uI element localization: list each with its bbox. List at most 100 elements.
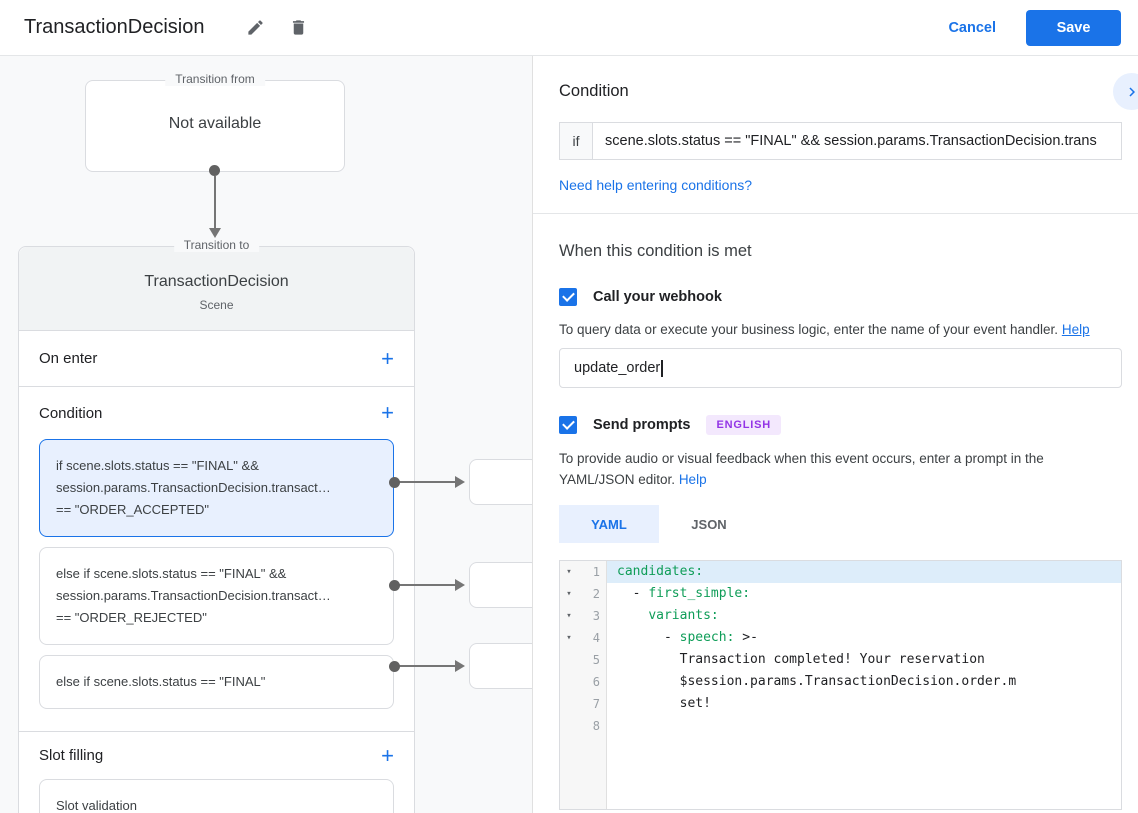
transition-from-box: Transition from Not available (85, 72, 345, 172)
condition-card[interactable]: else if scene.slots.status == "FINAL" (39, 655, 394, 709)
line-number: 3 (592, 609, 600, 623)
condition-card[interactable]: if scene.slots.status == "FINAL" && sessi… (39, 439, 394, 537)
condition-card-line: session.params.TransactionDecision.trans… (56, 588, 331, 603)
prompts-checkbox[interactable] (559, 416, 577, 434)
connector-dot (389, 477, 400, 488)
code-token: set! (617, 696, 711, 711)
connector-line (395, 665, 457, 667)
tab-yaml[interactable]: YAML (559, 505, 659, 543)
condition-detail-panel: Condition if scene.slots.status == "FINA… (532, 56, 1138, 813)
collapse-panel-button[interactable] (1113, 73, 1138, 110)
webhook-description: To query data or execute your business l… (559, 319, 1122, 340)
pencil-icon (246, 18, 265, 37)
code-line[interactable]: - first_simple: (607, 583, 1121, 605)
save-button[interactable]: Save (1026, 9, 1121, 46)
prompts-description-text: To provide audio or visual feedback when… (559, 451, 1044, 487)
code-token: - (617, 586, 649, 601)
prompts-label: Send prompts (593, 417, 691, 433)
condition-card-line: == "ORDER_ACCEPTED" (56, 502, 209, 517)
top-bar: TransactionDecision Cancel Save (0, 0, 1138, 56)
prompts-checkbox-row: Send prompts ENGLISH (559, 415, 1122, 435)
chevron-right-icon (1123, 83, 1138, 101)
connector-line (214, 176, 216, 228)
editor-code[interactable]: candidates: - first_simple: variants: - … (607, 561, 1121, 809)
scene-subtitle: Scene (199, 298, 234, 312)
arrow-right-icon (455, 660, 465, 672)
webhook-checkbox-row: Call your webhook (559, 288, 1122, 306)
slot-validation-card[interactable]: Slot validation (39, 779, 394, 813)
code-line[interactable]: candidates: (607, 561, 1121, 583)
code-token: $session.params.TransactionDecision.orde… (617, 674, 1017, 689)
line-number: 5 (592, 653, 600, 667)
prompts-help-link[interactable]: Help (678, 472, 707, 487)
delete-button[interactable] (286, 16, 310, 40)
code-token: - (617, 630, 680, 645)
code-line[interactable] (607, 715, 1121, 737)
connector-dot (209, 165, 220, 176)
code-line[interactable]: $session.params.TransactionDecision.orde… (607, 671, 1121, 693)
line-number: 1 (592, 565, 600, 579)
condition-card-line: if scene.slots.status == "FINAL" && (56, 458, 259, 473)
code-token: Transaction completed! Your reservation (617, 652, 985, 667)
edit-button[interactable] (243, 16, 267, 40)
slot-filling-section-header: Slot filling + (19, 731, 414, 779)
scene-diagram-canvas: Transition from Not available Transition… (0, 56, 532, 813)
event-handler-input[interactable]: update_order (559, 348, 1122, 388)
code-token: candidates: (617, 564, 704, 579)
tab-json[interactable]: JSON (691, 516, 727, 532)
line-number: 2 (592, 587, 600, 601)
condition-expression-input[interactable]: scene.slots.status == "FINAL" && session… (593, 122, 1122, 160)
add-on-enter-button[interactable]: + (381, 345, 394, 371)
event-handler-value: update_order (574, 360, 661, 376)
transition-target-box[interactable] (469, 562, 532, 608)
code-line[interactable]: variants: (607, 605, 1121, 627)
slot-filling-label: Slot filling (39, 747, 104, 764)
fold-toggle-icon[interactable]: ▾ (566, 633, 572, 643)
add-slot-button[interactable]: + (381, 742, 394, 768)
webhook-label: Call your webhook (593, 289, 722, 305)
fold-toggle-icon[interactable]: ▾ (566, 611, 572, 621)
code-token: first_simple: (648, 586, 751, 601)
line-number: 7 (592, 697, 600, 711)
transition-target-box[interactable] (469, 643, 532, 689)
trash-icon (289, 18, 308, 37)
code-token: >- (734, 630, 758, 645)
connector-dot (389, 661, 400, 672)
arrow-down-icon (209, 228, 221, 238)
webhook-help-link[interactable]: Help (1061, 322, 1090, 337)
condition-card[interactable]: else if scene.slots.status == "FINAL" &&… (39, 547, 394, 645)
condition-card-line: == "ORDER_REJECTED" (56, 610, 207, 625)
line-number: 6 (592, 675, 600, 689)
transition-to-box: Transition to TransactionDecision Scene … (18, 238, 415, 813)
page-title: TransactionDecision (24, 16, 205, 38)
scene-title: TransactionDecision (144, 273, 289, 290)
code-line[interactable]: Transaction completed! Your reservation (607, 649, 1121, 671)
code-token: speech: (679, 630, 735, 645)
arrow-right-icon (455, 579, 465, 591)
code-line[interactable]: set! (607, 693, 1121, 715)
transition-from-content: Not available (168, 115, 262, 132)
if-prefix-label: if (559, 122, 593, 160)
connector-line (395, 584, 457, 586)
conditions-help-link[interactable]: Need help entering conditions? (559, 177, 753, 193)
webhook-checkbox[interactable] (559, 288, 577, 306)
transition-target-box[interactable] (469, 459, 532, 505)
add-condition-button[interactable]: + (381, 400, 394, 425)
code-line[interactable]: - speech: >- (607, 627, 1121, 649)
scene-header: TransactionDecision Scene (19, 247, 414, 331)
condition-section-header: Condition + (19, 387, 414, 439)
prompts-description: To provide audio or visual feedback when… (559, 448, 1122, 490)
transition-to-legend: Transition to (173, 238, 260, 252)
code-token (617, 608, 648, 623)
condition-card-line: session.params.TransactionDecision.trans… (56, 480, 331, 495)
when-condition-heading: When this condition is met (559, 242, 752, 260)
cancel-button[interactable]: Cancel (948, 19, 996, 36)
fold-toggle-icon[interactable]: ▾ (566, 567, 572, 577)
section-divider (533, 213, 1138, 214)
editor-format-tabs: YAML JSON (559, 505, 1122, 543)
condition-card-line: else if scene.slots.status == "FINAL" && (56, 566, 287, 581)
fold-toggle-icon[interactable]: ▾ (566, 589, 572, 599)
condition-expression-row: if scene.slots.status == "FINAL" && sess… (559, 122, 1122, 160)
